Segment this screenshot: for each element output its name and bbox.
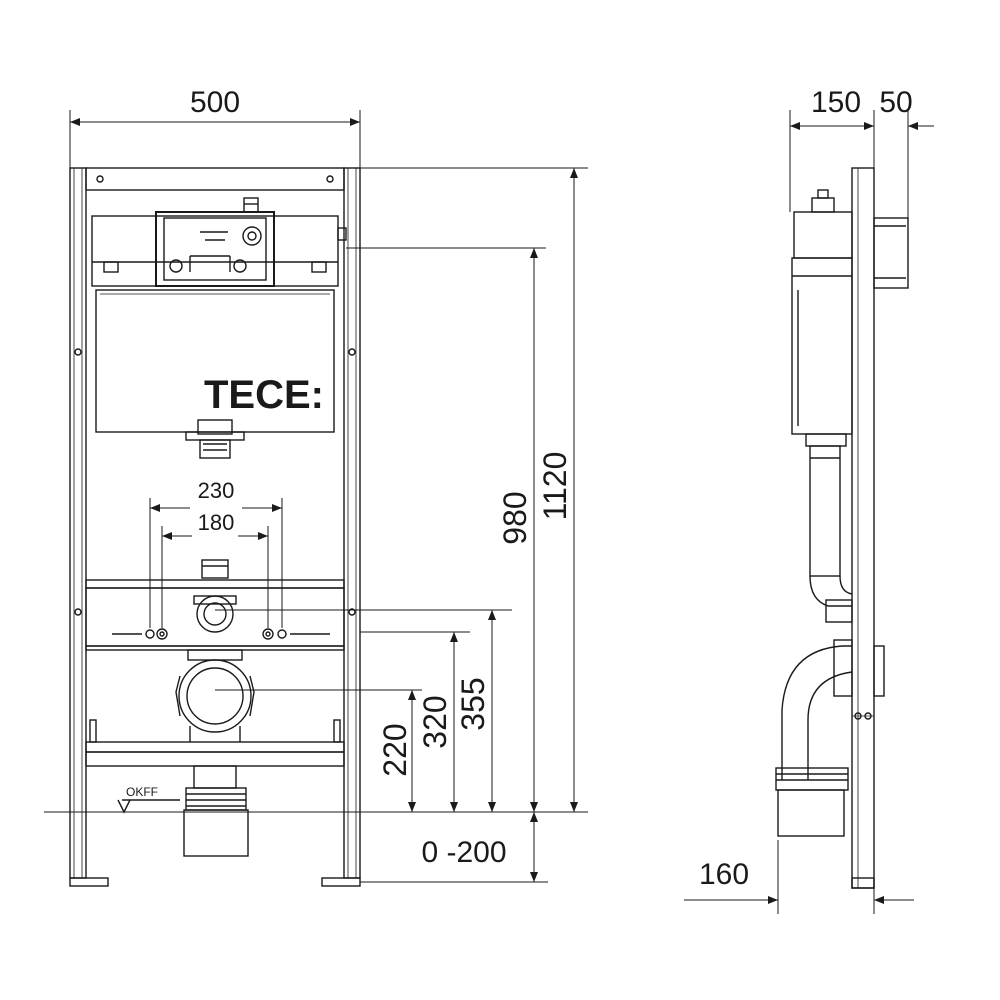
right-foot [321,877,361,887]
cistern-top [91,215,339,287]
mounting-crossbar [85,579,345,589]
left-post [69,167,87,879]
dim-150: 150 [811,86,861,119]
side-waste-bend [781,645,852,780]
dim-320: 320 [417,695,453,748]
side-view [775,167,909,889]
dim-leg-adjust: 0 -200 [421,836,506,869]
side-post [851,167,875,889]
side-cistern [791,257,853,435]
front-view [69,167,361,887]
dim-230: 230 [198,478,235,503]
top-rail [85,167,345,191]
flush-valve-box [155,211,275,287]
dim-980: 980 [497,491,533,544]
dim-180: 180 [198,510,235,535]
dim-220: 220 [377,723,413,776]
dim-500: 500 [190,86,240,119]
dim-355: 355 [455,677,491,730]
brand-logo: TECE: [204,373,324,417]
flush-connector [196,595,234,633]
floor-label: OKFF [126,785,158,799]
dim-50: 50 [879,86,912,119]
left-foot [69,877,109,887]
dim-1120: 1120 [537,452,573,521]
waste-connector [178,659,252,733]
flush-plate [873,217,909,289]
right-post [343,167,361,879]
dim-160: 160 [699,858,749,891]
